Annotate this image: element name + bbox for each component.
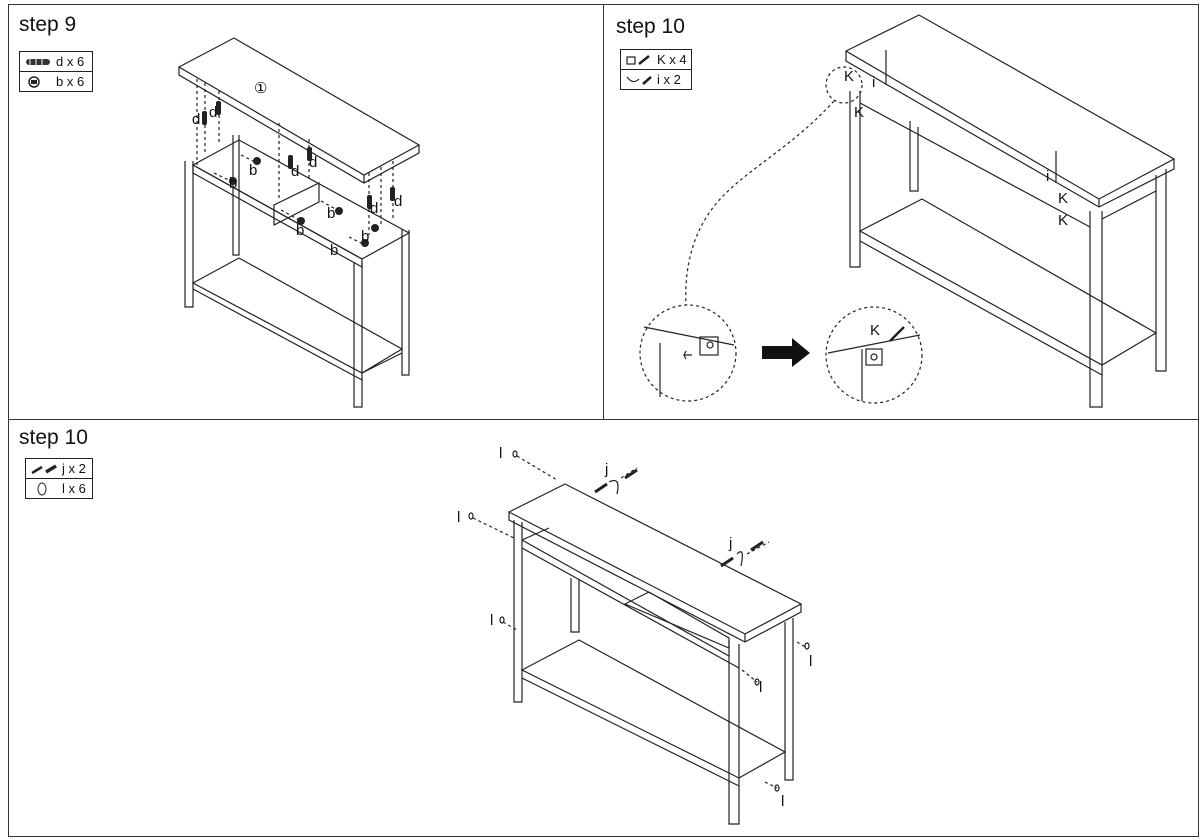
step-10-caps-drawing: l l l l l l j j: [457, 445, 812, 825]
step-10-parts-list: K x 4 i x 2: [620, 49, 692, 90]
cap-label: l: [490, 612, 493, 629]
step-9-parts-list: d x 6 b x 6: [19, 51, 93, 92]
detail-before-circle: [639, 304, 737, 402]
strap-label: i: [1046, 168, 1049, 185]
dowel-label: d: [209, 104, 217, 121]
table-top-panel: [844, 14, 1176, 200]
cam-label: b: [296, 222, 304, 239]
bracket-screw-icon: [626, 54, 650, 65]
step-9-drawing: ① d d d d d d b b b b b b: [177, 37, 421, 408]
dowel-count: d x 6: [56, 54, 85, 69]
bracket-label: K: [870, 322, 880, 339]
detail-after-circle: [825, 306, 923, 404]
step-10-title: step 10: [616, 15, 685, 38]
strap-count: i x 2: [657, 72, 681, 87]
screw-label: j: [604, 461, 608, 478]
bracket-label: K: [1058, 212, 1068, 229]
parts-row-cap: l x 6: [26, 479, 92, 498]
strap-label: i: [872, 74, 875, 91]
right-front-leg: [728, 640, 740, 825]
right-front-leg: [353, 263, 363, 408]
divider-panel: [273, 182, 320, 226]
cam-count: b x 6: [56, 74, 85, 89]
right-back-leg: [1155, 169, 1167, 372]
parts-row-bracket: K x 4: [621, 50, 691, 70]
cam-label: b: [330, 242, 338, 259]
cam-label: b: [249, 162, 257, 179]
parts-row-screw: j x 2: [26, 459, 92, 479]
dowel-label: d: [192, 111, 200, 128]
step-10-bracket-panel: step 10 K x 4 i x 2: [603, 4, 1199, 420]
parts-row-dowel: d x 6: [20, 52, 92, 72]
bracket-label: K: [1058, 190, 1068, 207]
cap-label: l: [809, 653, 812, 670]
anti-tip-strap-icon: [626, 75, 652, 85]
step-9-panel: step 9 d x 6 b x 6: [8, 4, 604, 420]
cam-lock-icon: [28, 75, 40, 88]
cap-label: l: [499, 445, 502, 462]
lower-shelf: [858, 198, 1158, 366]
right-front-leg: [1089, 211, 1103, 408]
screw-anchor-icon: [31, 463, 57, 474]
dowel-label: d: [291, 163, 299, 180]
table-top-panel: [507, 483, 803, 635]
step-9-title: step 9: [19, 13, 77, 36]
cap-label: l: [457, 509, 460, 526]
cap-label: l: [759, 679, 762, 696]
dowel-label: d: [370, 200, 378, 217]
panel-number-label: ①: [254, 80, 267, 97]
step-10-caps-parts-list: j x 2 l x 6: [25, 458, 93, 499]
left-front-leg: [184, 161, 194, 308]
arrow-icon: [762, 338, 810, 367]
step-10-bracket-drawing: K i K i K K K: [639, 14, 1176, 408]
bracket-label: K: [844, 68, 854, 85]
dowel-label: d: [309, 154, 317, 171]
left-back-leg: [232, 135, 240, 256]
cam-label: b: [229, 175, 237, 192]
dowel-icon: [26, 58, 50, 65]
screw-count: j x 2: [62, 461, 86, 476]
right-back-leg: [784, 618, 794, 781]
bracket-count: K x 4: [657, 52, 687, 67]
cap-label: l: [781, 793, 784, 810]
left-front-leg: [513, 520, 523, 703]
left-back-leg: [909, 121, 919, 192]
step-10-caps-title: step 10: [19, 426, 88, 449]
lower-shelf: [520, 639, 787, 779]
screw-label: j: [728, 535, 732, 552]
cam-label: b: [361, 228, 369, 245]
right-back-leg: [401, 230, 410, 376]
cap-icon: [37, 482, 47, 495]
left-back-leg: [570, 578, 580, 633]
cam-label: b: [327, 205, 335, 222]
parts-row-strap: i x 2: [621, 70, 691, 89]
step-10-caps-panel: step 10 j x 2 l x 6: [8, 419, 1199, 837]
lower-shelf: [191, 257, 404, 374]
parts-row-cam: b x 6: [20, 72, 92, 91]
dowel-label: d: [394, 193, 402, 210]
bracket-label: K: [854, 104, 864, 121]
cap-count: l x 6: [62, 481, 86, 496]
left-front-leg: [849, 91, 861, 268]
